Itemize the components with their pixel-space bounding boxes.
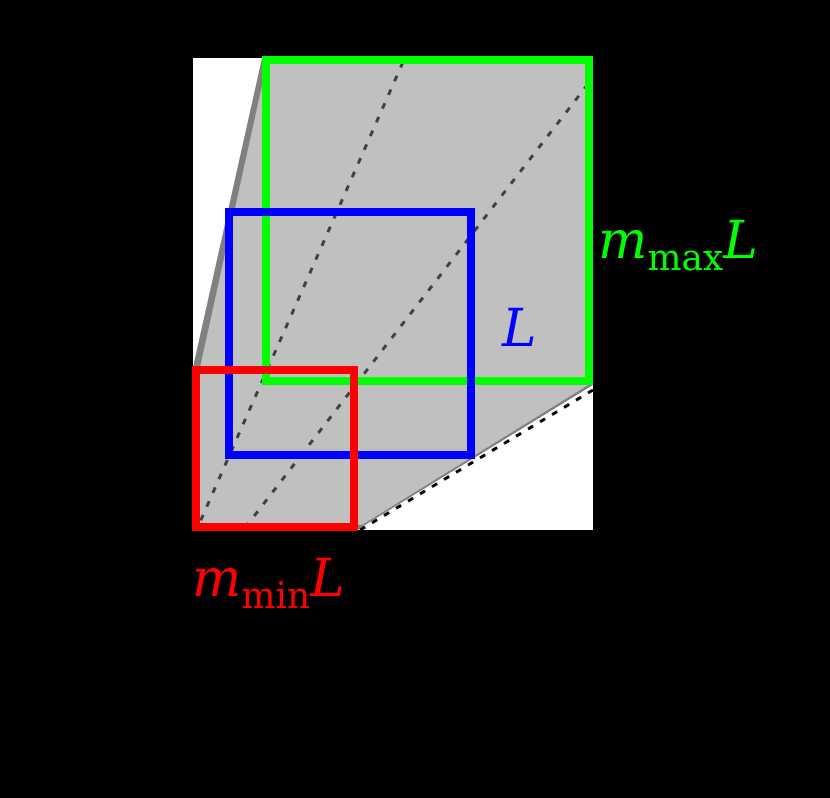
square-min xyxy=(192,366,358,531)
label-min: mminL xyxy=(192,549,345,617)
label-base: L xyxy=(501,299,537,359)
square-max xyxy=(262,56,593,385)
label-max: mmaxL xyxy=(598,211,758,279)
dotted-line-right xyxy=(246,83,590,525)
shaded-region xyxy=(197,58,593,525)
boundary-dashed-line xyxy=(359,388,594,532)
